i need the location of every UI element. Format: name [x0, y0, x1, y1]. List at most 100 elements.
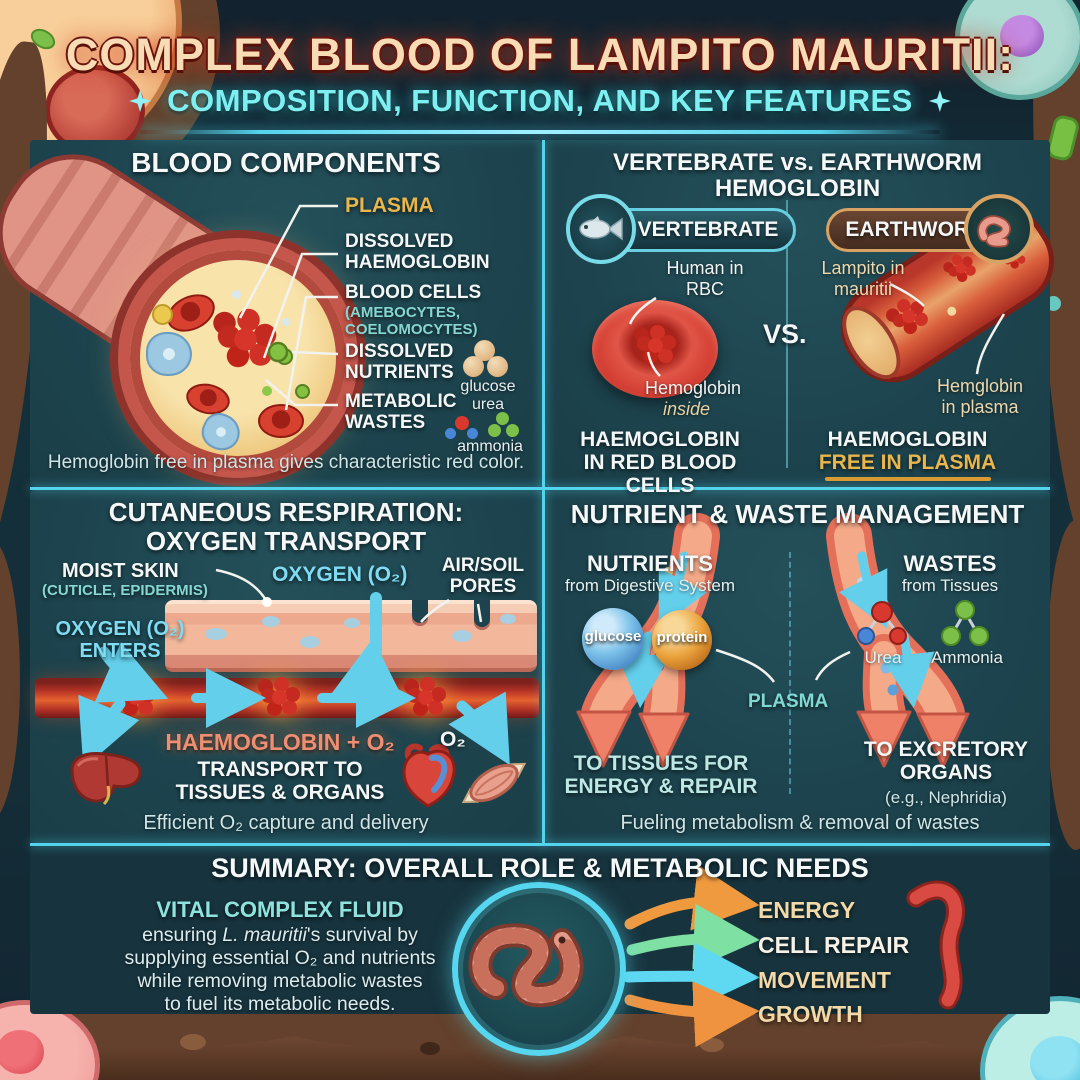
vertebrate-badge-label: VERTEBRATE [637, 218, 779, 241]
soil-edge-right-low [1046, 520, 1080, 850]
metabolic-wastes-label: METABOLIC WASTES [345, 391, 457, 433]
urea-molecule-icon [445, 428, 456, 439]
ammonia-molecule-icon [941, 600, 989, 646]
gold-underline [825, 477, 991, 481]
hemoglobin-compare-heading: VERTEBRATE vs. EARTHWORM HEMOGLOBIN [613, 149, 982, 203]
blood-cells-label: BLOOD CELLS [345, 282, 482, 303]
urea-molecule-icon [467, 428, 478, 439]
wastes-sub-label: from Tissues [901, 576, 999, 595]
oxygen-enters-label: OXYGEN (O₂) ENTERS [55, 618, 185, 662]
microbe-nucleus-icon [1000, 15, 1044, 57]
glucose-sphere-icon: glucose [582, 608, 644, 670]
plasma-dot-icon [945, 305, 958, 318]
worm-icon [964, 194, 1034, 264]
protein-sphere-icon: protein [652, 610, 712, 670]
hemoglobin-inside-label: Hemoglobin inside [645, 378, 741, 420]
hemglobin-in-plasma-label: Hemglobin in plasma [936, 376, 1024, 417]
glucose-molecule-icon [463, 356, 484, 377]
nutrients-label: NUTRIENTS [587, 551, 713, 576]
moist-skin-sub-label: (CUTICLE, EPIDERMIS) [42, 582, 208, 599]
human-in-rbc-label: Human in RBC [666, 258, 744, 299]
urea-label: Urea [864, 648, 902, 667]
nutrient-waste-caption: Fueling metabolism & removal of wastes [620, 812, 980, 834]
pebble-icon [700, 1038, 724, 1052]
ammonia-molecule-icon [488, 424, 501, 437]
skin-cell-icon [205, 628, 227, 640]
nutrient-dot-icon [295, 384, 310, 399]
earthworm-badge-label: EARTHWORM [845, 218, 987, 241]
hemoglobin-cluster-icon [234, 328, 257, 351]
lampito-label: Lampito in mauritii [821, 258, 905, 299]
hemoglobin-cluster-icon [953, 261, 969, 276]
page-subtitle-row: COMPOSITION, FUNCTION, AND KEY FEATURES [40, 83, 1040, 118]
fish-icon [566, 194, 636, 264]
hemoglobin-word: Hemoglobin [645, 378, 742, 398]
ammonia-label: Ammonia [931, 648, 1003, 667]
title-divider [140, 130, 940, 134]
summary-lead: VITAL COMPLEX FLUID [156, 897, 404, 922]
output-growth-label: GROWTH [758, 1001, 863, 1027]
vs-label: VS. [763, 319, 807, 349]
summary-line1-pre: ensuring [142, 924, 223, 946]
page-title: COMPLEX BLOOD OF LAMPITO MAURITII: [65, 29, 1015, 80]
glucose-urea-label: glucose urea [460, 378, 516, 413]
haemoglobin-free-caption-2: FREE IN PLASMA [818, 451, 997, 474]
grid-divider-horizontal-2 [30, 843, 1050, 846]
ammonia-label: ammonia [457, 438, 523, 455]
glucose-sphere-label: glucose [584, 628, 642, 645]
moist-skin-label: MOIST SKIN [62, 560, 179, 582]
o2-label: O₂ [440, 728, 466, 751]
ammonia-molecule-icon [496, 412, 509, 425]
inside-word: inside [663, 399, 711, 419]
blood-components-caption: Hemoglobin free in plasma gives characte… [47, 452, 525, 473]
skin-cell-icon [452, 630, 472, 642]
nutrient-waste-sub-divider [789, 552, 791, 794]
hemoglobin-cluster-icon [128, 690, 143, 705]
skin-pore [412, 600, 428, 626]
summary-heading: SUMMARY: OVERALL ROLE & METABOLIC NEEDS [211, 853, 869, 883]
waste-dot-icon [262, 386, 272, 396]
hemoglobin-cluster-icon [272, 690, 287, 705]
blood-components-heading: BLOOD COMPONENTS [131, 147, 441, 178]
haemoglobin-free-caption-1: HAEMOGLOBIN [827, 428, 988, 451]
sparkle-icon [928, 90, 951, 113]
glucose-molecule-icon [474, 340, 495, 361]
output-energy-label: ENERGY [758, 897, 856, 923]
respiration-caption: Efficient O₂ capture and delivery [143, 812, 429, 834]
skin-cell-icon [344, 618, 360, 628]
cell-pink-nucleus-icon [0, 1030, 44, 1074]
nutrient-dot-icon [276, 348, 293, 365]
nephridia-label: (e.g., Nephridia) [885, 788, 1007, 807]
heart-icon [402, 743, 456, 808]
glucose-molecule-icon [487, 356, 508, 377]
summary-line-1: ensuring L. mauritii's survival by [70, 924, 490, 947]
bubble-icon [282, 318, 290, 326]
blood-cells-sub-label: (AMEBOCYTES, COELOMOCYTES) [345, 304, 478, 338]
urea-molecule-icon [857, 601, 907, 645]
haemoglobin-rbc-caption: HAEMOGLOBIN IN RED BLOOD CELLS [580, 428, 740, 498]
grid-divider-vertical [542, 140, 545, 845]
hemoglobin-cluster-icon [418, 690, 433, 705]
to-tissues-label: TO TISSUES FOR ENERGY & REPAIR [564, 752, 758, 799]
red-blood-cell-icon [258, 404, 304, 438]
dissolved-haemoglobin-label: DISSOLVED HAEMOGLOBIN [345, 231, 490, 273]
skin-cell-icon [500, 614, 516, 624]
urea-molecule-icon [455, 416, 469, 430]
protein-sphere-label: protein [656, 629, 708, 646]
cell-teal-nucleus-icon [1030, 1036, 1080, 1080]
output-cell-repair-label: CELL REPAIR [758, 932, 910, 958]
wastes-label: WASTES [903, 551, 997, 576]
nutrient-waste-heading: NUTRIENT & WASTE MANAGEMENT [570, 499, 1025, 529]
summary-line-3: while removing metabolic wastes [137, 970, 423, 992]
muscle-icon [461, 762, 527, 804]
to-excretory-label: TO EXCRETORY ORGANS [863, 738, 1029, 785]
skin-cell-icon [262, 616, 280, 627]
oxygen-label: OXYGEN (O₂) [272, 563, 408, 586]
hemoglobin-cluster-icon [648, 338, 663, 353]
liver-icon [70, 752, 142, 806]
yellow-cell-icon [152, 304, 173, 325]
skin-cell-icon [300, 636, 320, 648]
blood-vessel-band-illustration [35, 678, 539, 718]
summary-line1-post: 's survival by [306, 924, 418, 946]
amebocyte-icon [146, 332, 192, 376]
